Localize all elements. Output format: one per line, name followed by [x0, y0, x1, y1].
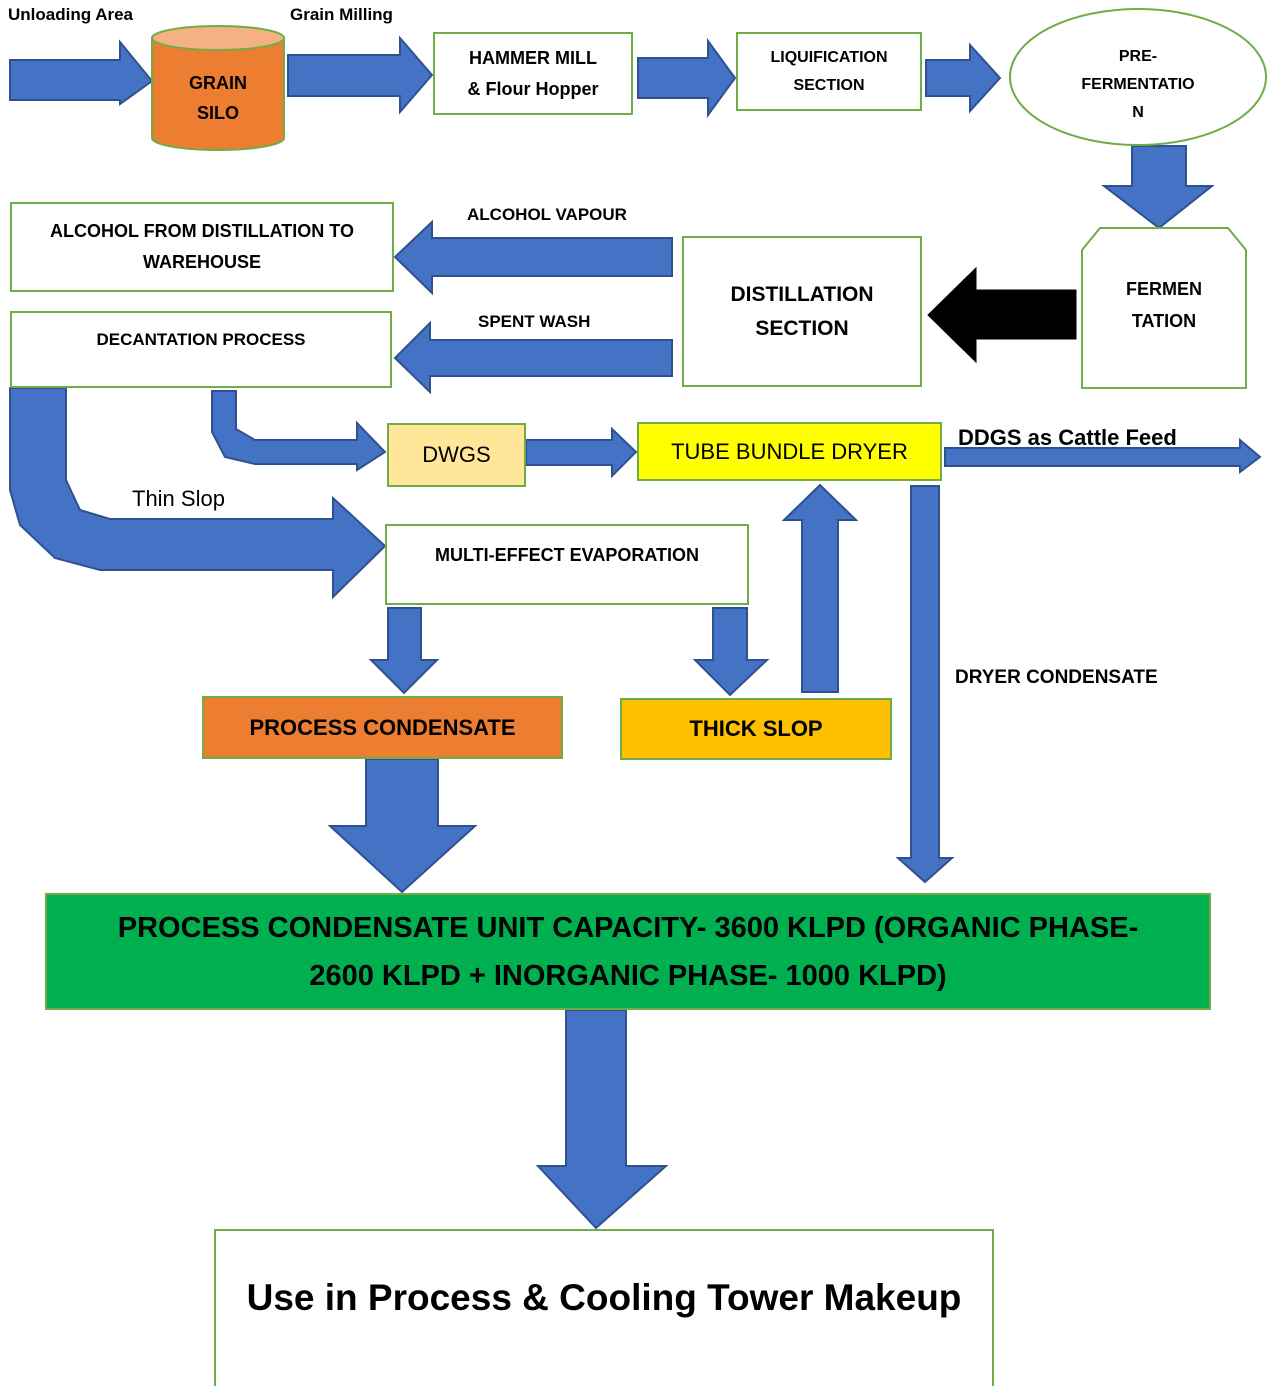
pre-fermentation-line1: PRE- — [1118, 48, 1158, 65]
arrow-alcohol-vapour — [393, 219, 673, 296]
grain-milling-label: Grain Milling — [290, 5, 393, 24]
multi-effect-evaporation-node: MULTI-EFFECT EVAPORATION — [385, 524, 749, 605]
thick-slop-node: THICK SLOP — [620, 698, 892, 760]
hammer-mill-node: HAMMER MILL & Flour Hopper — [433, 32, 633, 115]
decantation-text: DECANTATION PROCESS — [96, 330, 306, 349]
alcohol-warehouse-node: ALCOHOL FROM DISTILLATION TO WAREHOUSE — [10, 202, 394, 292]
arrow-silo-to-hammer-mill — [287, 35, 434, 115]
distillation-line2: SECTION — [755, 316, 849, 340]
final-use-node: Use in Process & Cooling Tower Makeup — [214, 1229, 994, 1386]
fermentation-tank-shape — [1081, 227, 1247, 389]
distillation-section-node: DISTILLATION SECTION — [682, 236, 922, 387]
tube-bundle-dryer-node: TUBE BUNDLE DRYER — [637, 422, 942, 481]
process-condensate-text: PROCESS CONDENSATE — [249, 714, 516, 740]
liquification-line1: LIQUIFICATION — [770, 48, 888, 66]
alcohol-warehouse-line1: ALCOHOL FROM DISTILLATION TO — [50, 221, 354, 241]
arrow-evaporation-to-process-condensate — [368, 607, 440, 695]
tube-bundle-dryer-text: TUBE BUNDLE DRYER — [671, 438, 908, 464]
dwgs-node: DWGS — [387, 423, 526, 487]
pre-fermentation-line2: FERMENTATIO — [1081, 76, 1195, 93]
grain-silo-line1: GRAIN — [189, 73, 247, 93]
process-condensate-node: PROCESS CONDENSATE — [202, 696, 563, 759]
thin-slop-label: Thin Slop — [132, 486, 225, 511]
dwgs-text: DWGS — [422, 442, 491, 467]
pcu-capacity-line2: 2600 KLPD + INORGANIC PHASE- 1000 KLPD) — [309, 959, 947, 992]
thick-slop-text: THICK SLOP — [689, 716, 823, 741]
final-use-text: Use in Process & Cooling Tower Makeup — [246, 1277, 962, 1318]
liquification-line2: SECTION — [793, 76, 865, 94]
dryer-condensate-label: DRYER CONDENSATE — [955, 667, 1158, 688]
ddgs-label: DDGS as Cattle Feed — [958, 425, 1177, 450]
fermentation-line1: FERMEN — [1126, 279, 1202, 299]
hammer-mill-line1: HAMMER MILL — [469, 47, 597, 68]
pcu-capacity-line1: PROCESS CONDENSATE UNIT CAPACITY- 3600 K… — [117, 911, 1139, 944]
pre-fermentation-ellipse — [1009, 8, 1267, 146]
fermentation-node: FERMEN TATION — [1086, 270, 1242, 340]
multi-effect-evaporation-text: MULTI-EFFECT EVAPORATION — [435, 545, 699, 565]
process-condensate-unit-capacity-node: PROCESS CONDENSATE UNIT CAPACITY- 3600 K… — [45, 893, 1211, 1010]
grain-silo-cylinder — [151, 25, 285, 151]
pre-fermentation-line3: N — [1132, 104, 1144, 121]
grain-silo-line2: SILO — [196, 103, 239, 123]
pre-fermentation-node: PRE- FERMENTATIO N — [1050, 40, 1226, 130]
arrow-ddgs-out — [944, 437, 1262, 474]
hammer-mill-line2: & Flour Hopper — [467, 78, 599, 99]
alcohol-warehouse-line2: WAREHOUSE — [142, 252, 261, 272]
unloading-area-label: Unloading Area — [8, 5, 133, 24]
arrow-spent-wash — [393, 320, 673, 395]
arrow-liquification-to-pre-fermentation — [925, 42, 1002, 114]
arrow-decantation-to-dwgs — [211, 390, 387, 472]
arrow-pcu-to-final-use — [535, 1009, 669, 1230]
grain-silo-node: GRAIN SILO — [160, 66, 276, 130]
arrow-process-condensate-to-pcu — [327, 758, 478, 894]
fermentation-line2: TATION — [1131, 311, 1197, 331]
arrow-fermentation-to-distillation — [927, 266, 1077, 364]
arrow-hammer-mill-to-liquification — [637, 37, 737, 119]
spent-wash-label: SPENT WASH — [478, 312, 591, 331]
arrow-evaporation-to-thick-slop — [692, 607, 770, 697]
liquification-node: LIQUIFICATION SECTION — [736, 32, 922, 111]
arrow-pre-fermentation-to-fermentation — [1101, 145, 1215, 230]
distillation-line1: DISTILLATION — [730, 282, 874, 306]
decantation-process-node: DECANTATION PROCESS — [10, 311, 392, 388]
arrow-unloading-to-silo — [9, 39, 154, 106]
arrow-thick-slop-to-dryer — [781, 483, 859, 693]
alcohol-vapour-label: ALCOHOL VAPOUR — [467, 205, 627, 224]
arrow-dryer-condensate — [895, 485, 955, 884]
arrow-dwgs-to-dryer — [525, 426, 638, 479]
